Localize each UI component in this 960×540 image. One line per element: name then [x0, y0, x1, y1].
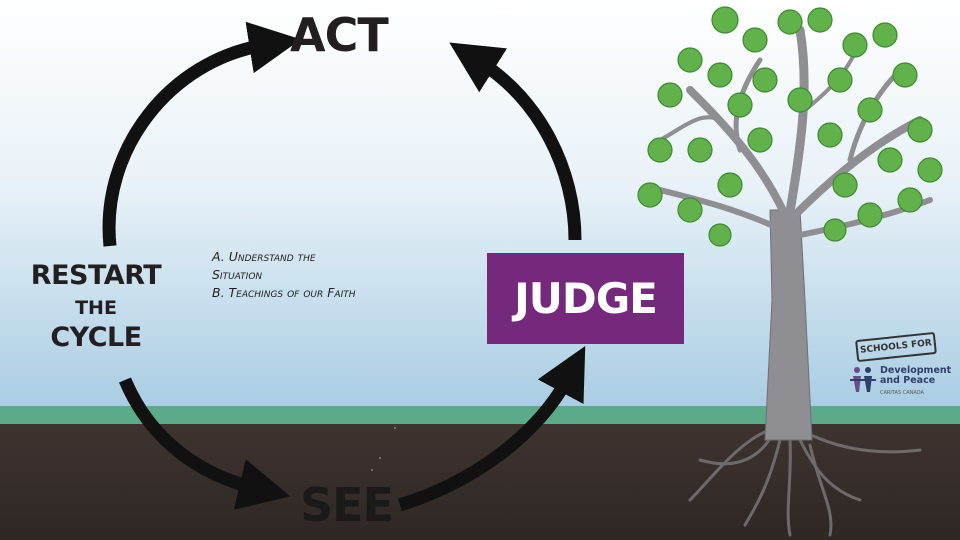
judge-label: JUDGE	[514, 274, 658, 323]
ground-specks	[371, 427, 396, 471]
soil	[0, 424, 960, 540]
tree-leaves	[637, 6, 943, 247]
development-and-peace-text: Development and Peace	[880, 366, 951, 386]
act-label: ACT	[290, 8, 389, 62]
cycle-arrows	[102, 21, 586, 512]
dp-line-2: and Peace	[880, 375, 936, 386]
schools-for-badge: SCHOOLS FOR	[855, 331, 937, 363]
schools-for-peace-logo: SCHOOLS FOR Development and Peace CARITA…	[846, 330, 956, 405]
see-label: SEE	[300, 478, 394, 532]
tree-roots	[688, 428, 922, 537]
note-line-1: A. Understand the	[212, 249, 316, 264]
cycle-word: CYCLE	[50, 322, 142, 353]
judge-box: JUDGE	[487, 253, 684, 344]
dp-line-1: Development	[880, 365, 952, 376]
arrow-restart-to-see	[119, 377, 291, 510]
grass-strip	[0, 406, 960, 424]
note-line-2: Situation	[212, 267, 263, 282]
the-word: THE	[75, 297, 117, 319]
arrow-restart-to-act	[102, 21, 301, 247]
caritas-canada-text: CARITAS CANADA	[880, 390, 924, 396]
restart-the-cycle-label: RESTART THE CYCLE	[30, 262, 162, 351]
restart-word: RESTART	[30, 260, 162, 291]
arrow-judge-to-act	[449, 42, 582, 241]
development-and-peace-logo-icon	[850, 367, 876, 392]
judge-notes: A. Understand the Situation B. Teachings…	[212, 248, 452, 302]
note-line-3: B. Teachings of our Faith	[212, 285, 356, 300]
arrow-see-to-judge	[398, 345, 586, 512]
